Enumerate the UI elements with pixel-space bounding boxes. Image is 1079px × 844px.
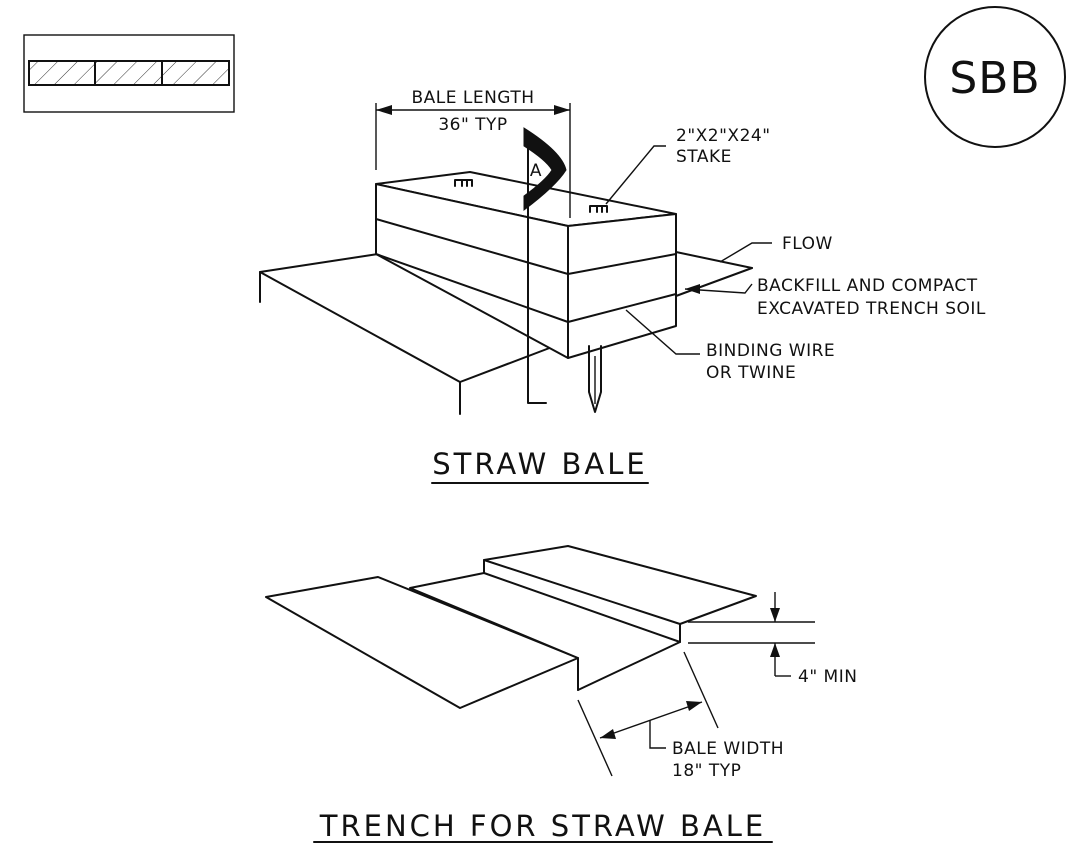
legend-symbol (23, 34, 235, 113)
bale-length-typ-label: 36" TYP (438, 115, 507, 135)
backfill-label-line2: EXCAVATED TRENCH SOIL (757, 299, 986, 319)
flow-label: FLOW (782, 234, 833, 254)
stake-label: STAKE (676, 147, 732, 167)
section-cut-line: A (523, 127, 567, 404)
binding-label-line1: BINDING WIRE (706, 341, 835, 361)
bale-length-dimension: BALE LENGTH 36" TYP (375, 88, 571, 218)
straw-bale-view: A BALE LENGTH 36" TYP 2"X2"X24" STAKE FL… (259, 88, 986, 484)
bale-width-typ-label: 18" TYP (672, 761, 741, 781)
straw-bale-title: STRAW BALE (432, 447, 647, 481)
trench-depth-label: 4" MIN (798, 667, 857, 687)
backfill-leader: BACKFILL AND COMPACT EXCAVATED TRENCH SO… (684, 276, 986, 319)
stake-top-left-icon (454, 179, 473, 187)
stake-bottom-icon (588, 345, 602, 413)
flow-leader: FLOW (719, 234, 833, 263)
stake-leader: 2"X2"X24" STAKE (605, 126, 771, 205)
section-marker-label: A (530, 161, 542, 181)
binding-wire-leader: BINDING WIRE OR TWINE (625, 309, 835, 383)
backfill-label-line1: BACKFILL AND COMPACT (757, 276, 978, 296)
trench-depth-dimension: 4" MIN (688, 592, 857, 687)
trench-title: TRENCH FOR STRAW BALE (319, 809, 767, 843)
stake-size-label: 2"X2"X24" (676, 126, 771, 146)
bale-length-label: BALE LENGTH (411, 88, 534, 108)
trench-surfaces (265, 545, 757, 709)
trench-view: 4" MIN BALE WIDTH 18" TYP TRENCH FOR STR… (265, 545, 857, 843)
trench-width-dimension: BALE WIDTH 18" TYP (577, 651, 784, 781)
binding-label-line2: OR TWINE (706, 363, 796, 383)
detail-badge: SBB (924, 6, 1066, 148)
stake-top-right-icon (589, 205, 608, 213)
bale-width-label: BALE WIDTH (672, 739, 784, 759)
badge-label: SBB (949, 53, 1040, 104)
